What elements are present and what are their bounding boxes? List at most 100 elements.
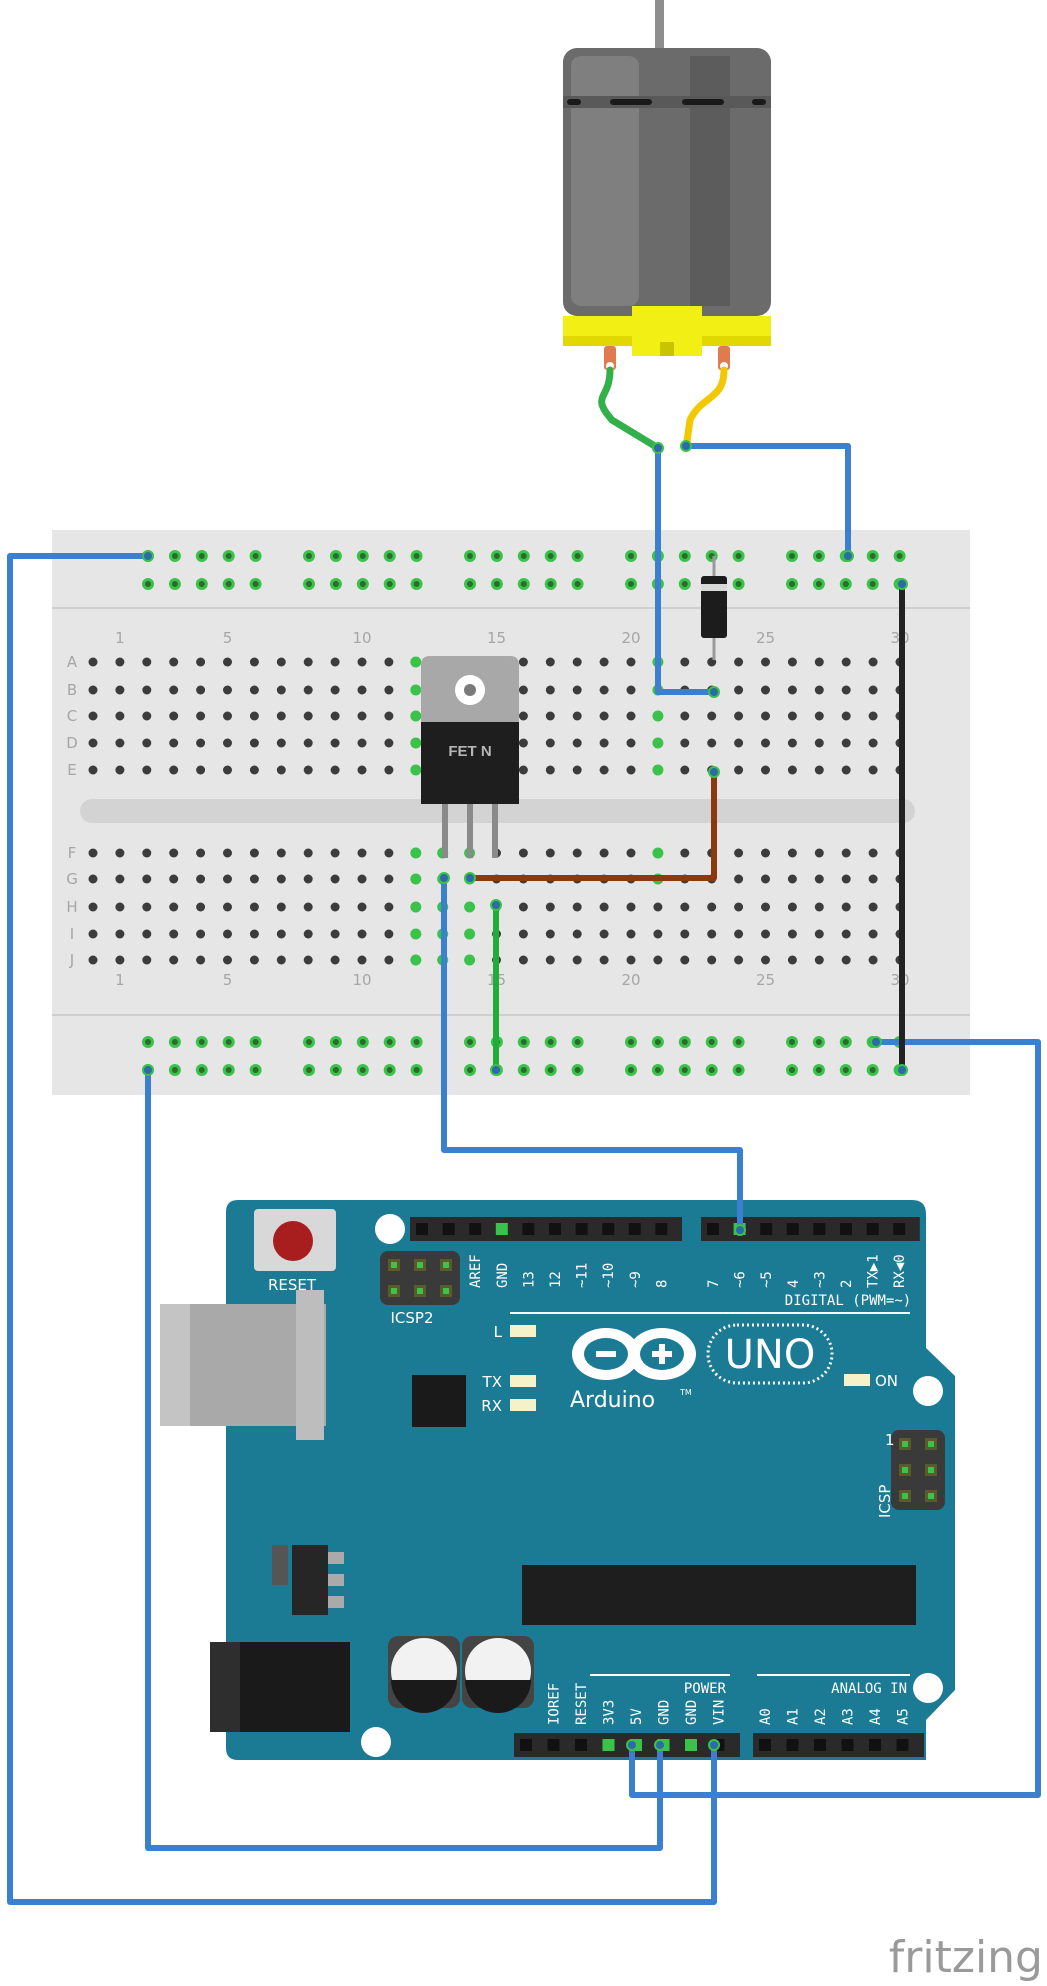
wire-endpoint[interactable] <box>708 766 720 778</box>
header-pin[interactable] <box>869 1739 881 1751</box>
breadboard-hole[interactable] <box>518 711 528 721</box>
breadboard-hole[interactable] <box>384 711 394 721</box>
breadboard-hole[interactable] <box>787 874 797 884</box>
breadboard-hole[interactable] <box>357 765 367 775</box>
breadboard-hole[interactable] <box>303 929 313 939</box>
breadboard-hole[interactable] <box>115 711 125 721</box>
breadboard-hole[interactable] <box>868 929 878 939</box>
breadboard-hole[interactable] <box>841 902 851 912</box>
breadboard-hole[interactable] <box>761 929 770 939</box>
breadboard-hole[interactable] <box>734 657 744 667</box>
breadboard-hole[interactable] <box>357 738 367 748</box>
breadboard-hole[interactable] <box>841 874 851 884</box>
breadboard-hole[interactable] <box>384 765 394 775</box>
breadboard-hole[interactable] <box>626 955 636 965</box>
header-pin[interactable] <box>655 1223 668 1235</box>
header-pin[interactable] <box>416 1223 428 1235</box>
breadboard-hole[interactable] <box>384 929 394 939</box>
breadboard-hole[interactable] <box>88 657 98 667</box>
breadboard-hole[interactable] <box>868 765 878 775</box>
breadboard-hole[interactable] <box>249 765 259 775</box>
header-pin[interactable] <box>495 1223 508 1235</box>
breadboard-hole[interactable] <box>276 902 286 912</box>
breadboard-hole[interactable] <box>142 738 152 748</box>
breadboard-hole[interactable] <box>357 848 367 858</box>
breadboard-hole[interactable] <box>814 765 824 775</box>
wire-endpoint[interactable] <box>654 1739 666 1751</box>
breadboard-hole[interactable] <box>249 902 259 912</box>
breadboard-hole[interactable] <box>88 874 98 884</box>
breadboard-hole[interactable] <box>410 873 422 885</box>
breadboard-hole[interactable] <box>653 955 663 965</box>
breadboard-hole[interactable] <box>88 848 98 858</box>
breadboard-hole[interactable] <box>88 955 98 965</box>
wire-endpoint[interactable] <box>734 1224 746 1236</box>
breadboard-hole[interactable] <box>653 929 663 939</box>
breadboard-hole[interactable] <box>330 765 340 775</box>
breadboard-hole[interactable] <box>303 848 313 858</box>
breadboard-hole[interactable] <box>196 929 206 939</box>
breadboard-hole[interactable] <box>276 738 286 748</box>
header-pin[interactable] <box>866 1223 879 1235</box>
breadboard-hole[interactable] <box>303 765 313 775</box>
breadboard-hole[interactable] <box>88 711 98 721</box>
breadboard-hole[interactable] <box>115 955 125 965</box>
breadboard-hole[interactable] <box>707 929 717 939</box>
breadboard-hole[interactable] <box>115 848 125 858</box>
breadboard-hole[interactable] <box>223 657 232 667</box>
breadboard-hole[interactable] <box>680 902 690 912</box>
wire-endpoint[interactable] <box>708 686 720 698</box>
breadboard-hole[interactable] <box>814 929 824 939</box>
breadboard-hole[interactable] <box>169 874 179 884</box>
breadboard-hole[interactable] <box>707 711 717 721</box>
breadboard-hole[interactable] <box>680 955 690 965</box>
breadboard-hole[interactable] <box>223 929 232 939</box>
breadboard-hole[interactable] <box>734 685 744 695</box>
breadboard-hole[interactable] <box>652 710 664 722</box>
breadboard-hole[interactable] <box>303 738 313 748</box>
breadboard-hole[interactable] <box>276 955 286 965</box>
breadboard-hole[interactable] <box>303 657 313 667</box>
breadboard-hole[interactable] <box>223 765 232 775</box>
breadboard-hole[interactable] <box>330 902 340 912</box>
breadboard-hole[interactable] <box>734 711 744 721</box>
breadboard-hole[interactable] <box>761 657 770 667</box>
breadboard-hole[interactable] <box>276 685 286 695</box>
wire-endpoint[interactable] <box>490 1064 502 1076</box>
breadboard-hole[interactable] <box>196 711 206 721</box>
breadboard-hole[interactable] <box>545 848 555 858</box>
breadboard-hole[interactable] <box>761 738 770 748</box>
breadboard-hole[interactable] <box>599 955 609 965</box>
breadboard-hole[interactable] <box>868 902 878 912</box>
breadboard-hole[interactable] <box>384 738 394 748</box>
breadboard-hole[interactable] <box>518 738 528 748</box>
header-pin[interactable] <box>442 1223 455 1235</box>
breadboard-hole[interactable] <box>384 955 394 965</box>
header-pin[interactable] <box>786 1223 799 1235</box>
breadboard-hole[interactable] <box>410 847 422 859</box>
breadboard-hole[interactable] <box>545 902 555 912</box>
breadboard-hole[interactable] <box>464 954 476 966</box>
breadboard-hole[interactable] <box>196 765 206 775</box>
breadboard-hole[interactable] <box>626 738 636 748</box>
breadboard-hole[interactable] <box>169 929 179 939</box>
breadboard-hole[interactable] <box>223 738 232 748</box>
breadboard-hole[interactable] <box>115 657 125 667</box>
breadboard-hole[interactable] <box>680 929 690 939</box>
breadboard-hole[interactable] <box>626 902 636 912</box>
breadboard-hole[interactable] <box>734 929 744 939</box>
wire-endpoint[interactable] <box>464 872 476 884</box>
breadboard-hole[interactable] <box>196 902 206 912</box>
breadboard-hole[interactable] <box>410 954 422 966</box>
breadboard-hole[interactable] <box>249 848 259 858</box>
breadboard-hole[interactable] <box>303 685 313 695</box>
breadboard-hole[interactable] <box>410 928 422 940</box>
breadboard-hole[interactable] <box>734 874 744 884</box>
breadboard-hole[interactable] <box>868 848 878 858</box>
breadboard-hole[interactable] <box>518 929 528 939</box>
breadboard-hole[interactable] <box>330 929 340 939</box>
wire-endpoint[interactable] <box>626 1739 638 1751</box>
breadboard-hole[interactable] <box>787 657 797 667</box>
breadboard-hole[interactable] <box>599 738 609 748</box>
breadboard-hole[interactable] <box>196 848 206 858</box>
